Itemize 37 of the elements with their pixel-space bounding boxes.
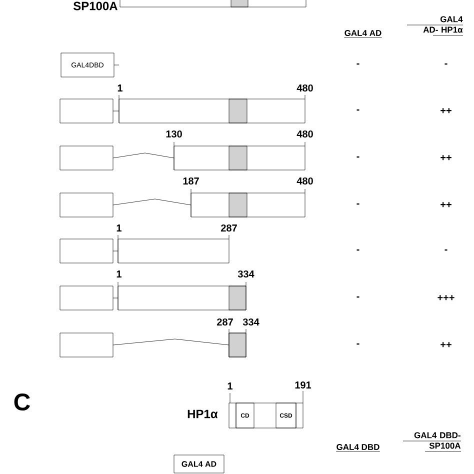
position-number: 334 [238,270,254,278]
binding-result: ++ [440,342,452,348]
binding-result: - [444,63,448,65]
binding-result: - [356,203,360,205]
binding-result: - [356,343,360,345]
binding-result: ++ [440,202,452,208]
binding-result: - [356,109,360,111]
protein-label: SP100A [73,2,118,10]
position-number: 480 [296,84,313,92]
domain-box: GAL4 AD [174,454,224,474]
binding-result: - [356,63,360,65]
position-number: 1 [228,382,232,390]
column-header: GAL4 AD [344,30,382,36]
binding-result: ++ [440,155,452,160]
position-number: 334 [242,318,260,326]
protein-domain-drawing [228,402,304,428]
column-header: GAL4 AD- HP1α [406,16,464,36]
position-number: 287 [221,224,237,232]
binding-result: +++ [438,295,454,300]
position-number: 191 [295,381,312,389]
binding-result: - [356,249,360,251]
position-number: 1 [116,270,122,278]
position-number: 287 [217,318,233,326]
position-number: 187 [183,177,199,185]
panel-letter: C [14,394,30,410]
binding-result: - [356,296,360,298]
protein-label: HP1α [188,410,218,418]
column-header: GAL4 DBD- SP100A [402,432,462,452]
binding-result: ++ [440,108,452,114]
position-number: 1 [118,84,122,92]
position-number: 480 [296,130,313,138]
binding-result: - [444,249,448,251]
binding-result: - [356,156,360,158]
position-number: 1 [116,224,122,232]
position-number: 130 [166,130,182,138]
column-header: GAL4 DBD [336,444,380,450]
position-number: 480 [296,177,313,185]
